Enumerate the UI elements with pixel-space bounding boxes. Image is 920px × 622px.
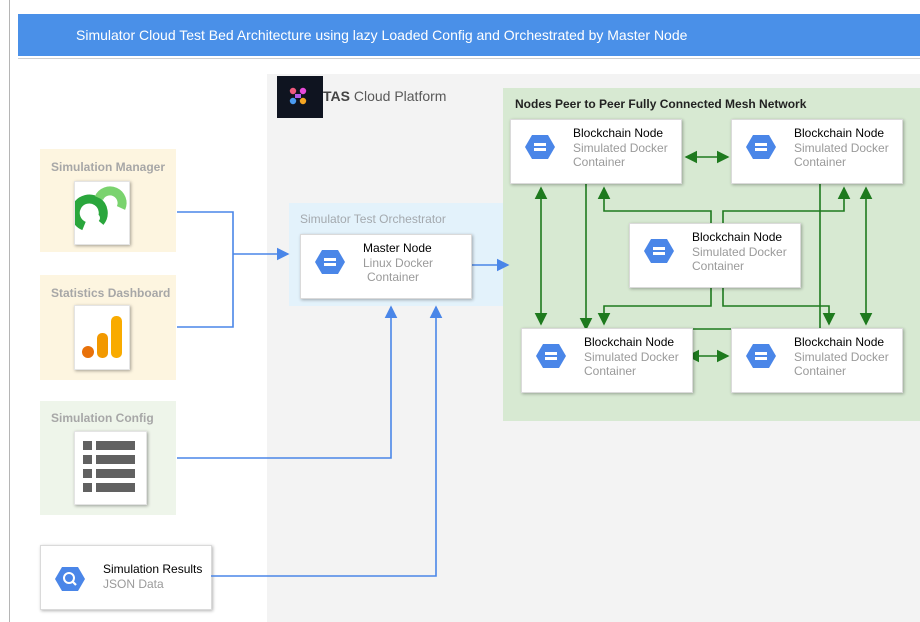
mesh-network-title: Nodes Peer to Peer Fully Connected Mesh … xyxy=(515,97,807,111)
node-line1: Simulated Docker xyxy=(692,245,787,259)
node-line1: Simulated Docker xyxy=(584,350,679,364)
docker-container-icon xyxy=(746,135,776,159)
master-node-card[interactable]: Master Node Linux Docker Container xyxy=(300,234,472,299)
simulation-config-label: Simulation Config xyxy=(51,411,154,425)
blockchain-node-top-left[interactable]: Blockchain Node Simulated Docker Contain… xyxy=(510,119,682,184)
node-title: Blockchain Node xyxy=(584,335,675,349)
docker-container-icon xyxy=(644,239,674,263)
node-title: Blockchain Node xyxy=(794,126,885,140)
master-node-line2: Container xyxy=(367,270,420,284)
node-line1: Simulated Docker xyxy=(573,141,668,155)
simulation-manager-icon xyxy=(70,186,127,231)
blockchain-node-bottom-right[interactable]: Blockchain Node Simulated Docker Contain… xyxy=(731,328,903,393)
docker-container-icon xyxy=(315,250,345,274)
node-title: Blockchain Node xyxy=(573,126,664,140)
node-line2: Container xyxy=(794,155,847,169)
node-line2: Container xyxy=(573,155,626,169)
wire-manager-dashboard xyxy=(177,211,234,328)
master-node-line1: Linux Docker xyxy=(363,256,434,270)
wire-center-to-tr xyxy=(722,186,851,223)
node-line2: Container xyxy=(692,259,745,273)
simulation-results-card[interactable]: Simulation Results JSON Data xyxy=(40,545,212,610)
tas-logo-icon xyxy=(277,76,323,118)
simulation-manager-card[interactable] xyxy=(70,181,130,245)
wire-center-to-tl xyxy=(597,186,712,223)
master-node-title: Master Node xyxy=(363,241,432,255)
node-line1: Simulated Docker xyxy=(794,350,889,364)
wire-center-to-bl xyxy=(597,288,712,326)
results-subtitle: JSON Data xyxy=(103,577,164,591)
statistics-dashboard-label: Statistics Dashboard xyxy=(51,286,171,300)
bigquery-icon xyxy=(55,567,85,591)
orchestrator-title: Simulator Test Orchestrator xyxy=(300,212,446,226)
node-line2: Container xyxy=(584,364,637,378)
docker-container-icon xyxy=(536,344,566,368)
results-title: Simulation Results xyxy=(103,562,203,576)
blue-wires xyxy=(177,211,510,577)
wire-results-to-master xyxy=(211,305,443,577)
blockchain-node-bottom-left[interactable]: Blockchain Node Simulated Docker Contain… xyxy=(521,328,693,393)
node-line2: Container xyxy=(794,364,847,378)
diagram-title: Simulator Cloud Test Bed Architecture us… xyxy=(76,27,688,43)
node-title: Blockchain Node xyxy=(794,335,885,349)
wire-config-to-master xyxy=(177,305,398,459)
wire-center-to-br xyxy=(722,288,836,326)
statistics-dashboard-icon xyxy=(82,316,122,358)
list-icon xyxy=(83,441,135,492)
docker-container-icon xyxy=(746,344,776,368)
node-line1: Simulated Docker xyxy=(794,141,889,155)
banner-divider xyxy=(18,58,920,59)
platform-name-rest: Cloud Platform xyxy=(349,88,447,104)
diagram-title-banner: Simulator Cloud Test Bed Architecture us… xyxy=(18,14,920,56)
blockchain-node-center[interactable]: Blockchain Node Simulated Docker Contain… xyxy=(629,223,801,288)
node-title: Blockchain Node xyxy=(692,230,783,244)
simulation-config-card[interactable] xyxy=(74,431,147,505)
platform-title: TAS Cloud Platform xyxy=(323,88,446,104)
blockchain-node-top-right[interactable]: Blockchain Node Simulated Docker Contain… xyxy=(731,119,903,184)
statistics-dashboard-card[interactable] xyxy=(74,305,130,370)
simulation-manager-label: Simulation Manager xyxy=(51,160,166,174)
platform-name-bold: TAS xyxy=(323,88,350,104)
docker-container-icon xyxy=(525,135,555,159)
